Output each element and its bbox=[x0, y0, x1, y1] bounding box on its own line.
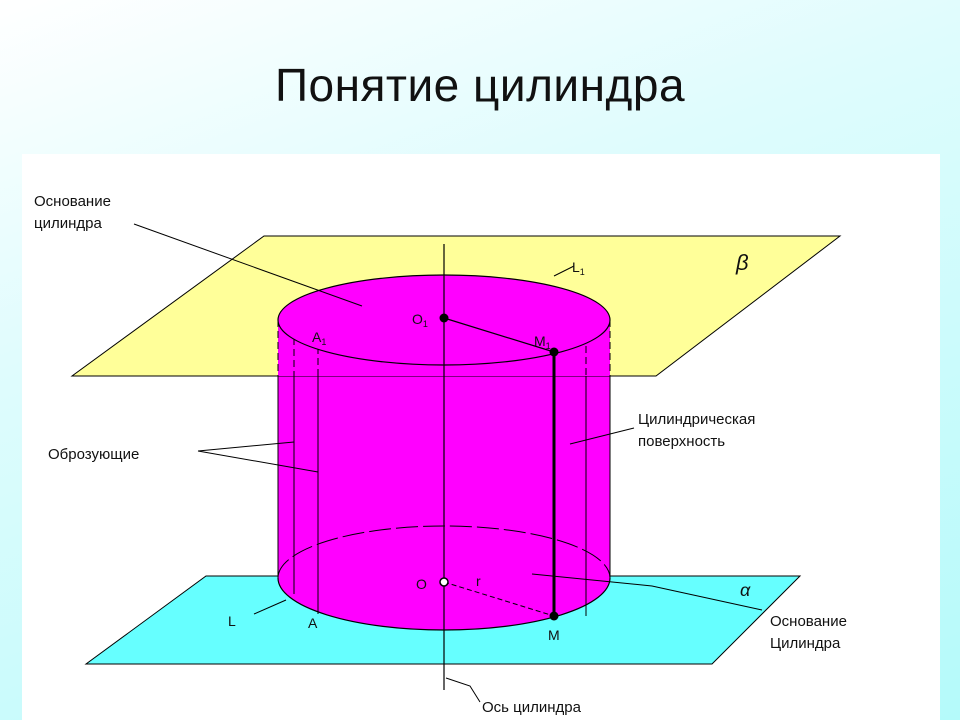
leader-surface bbox=[569, 427, 635, 445]
label-bottom-base-line1: Основание bbox=[770, 613, 847, 630]
label-point-l: L bbox=[228, 613, 236, 629]
leader-axis bbox=[445, 677, 481, 703]
point-o bbox=[439, 577, 449, 587]
top-radius-o1-m1 bbox=[443, 317, 555, 353]
cylinder-body-under-top bbox=[278, 320, 610, 376]
leader-l1 bbox=[553, 265, 575, 277]
label-top-base-line1: Основание bbox=[34, 193, 111, 210]
bottom-radius-o-m bbox=[443, 581, 555, 617]
leader-top-base bbox=[133, 223, 363, 307]
leader-generators-1 bbox=[197, 441, 295, 452]
label-axis: Ось цилиндра bbox=[482, 699, 582, 716]
label-point-m: M bbox=[548, 627, 560, 643]
label-radius-r: r bbox=[476, 573, 481, 589]
label-point-o1: O1 bbox=[412, 311, 428, 329]
leader-l bbox=[253, 599, 287, 615]
label-point-o: O bbox=[416, 576, 427, 592]
label-generators: Оброзующие bbox=[48, 446, 139, 463]
label-surface-line1: Цилиндрическая bbox=[638, 411, 755, 428]
leader-generators-2 bbox=[197, 450, 319, 473]
leader-bottom-base bbox=[531, 573, 763, 611]
point-m1 bbox=[549, 347, 559, 357]
label-point-m1: M1 bbox=[534, 333, 551, 351]
point-o1 bbox=[439, 313, 449, 323]
diagram-panel: Основание цилиндра Оброзующие Цилиндриче… bbox=[22, 154, 940, 720]
label-plane-alpha: α bbox=[740, 580, 751, 600]
label-top-base-line2: цилиндра bbox=[34, 215, 102, 232]
label-plane-beta: β bbox=[735, 250, 749, 275]
label-bottom-base-line2: Цилиндра bbox=[770, 635, 841, 652]
label-point-l1: L1 bbox=[572, 259, 585, 277]
label-point-a: A bbox=[308, 615, 318, 631]
label-point-a1: A1 bbox=[312, 329, 326, 347]
cylinder-diagram: Основание цилиндра Оброзующие Цилиндриче… bbox=[34, 193, 847, 716]
label-surface-line2: поверхность bbox=[638, 433, 725, 450]
page-title: Понятие цилиндра bbox=[274, 59, 686, 111]
point-m bbox=[549, 611, 559, 621]
